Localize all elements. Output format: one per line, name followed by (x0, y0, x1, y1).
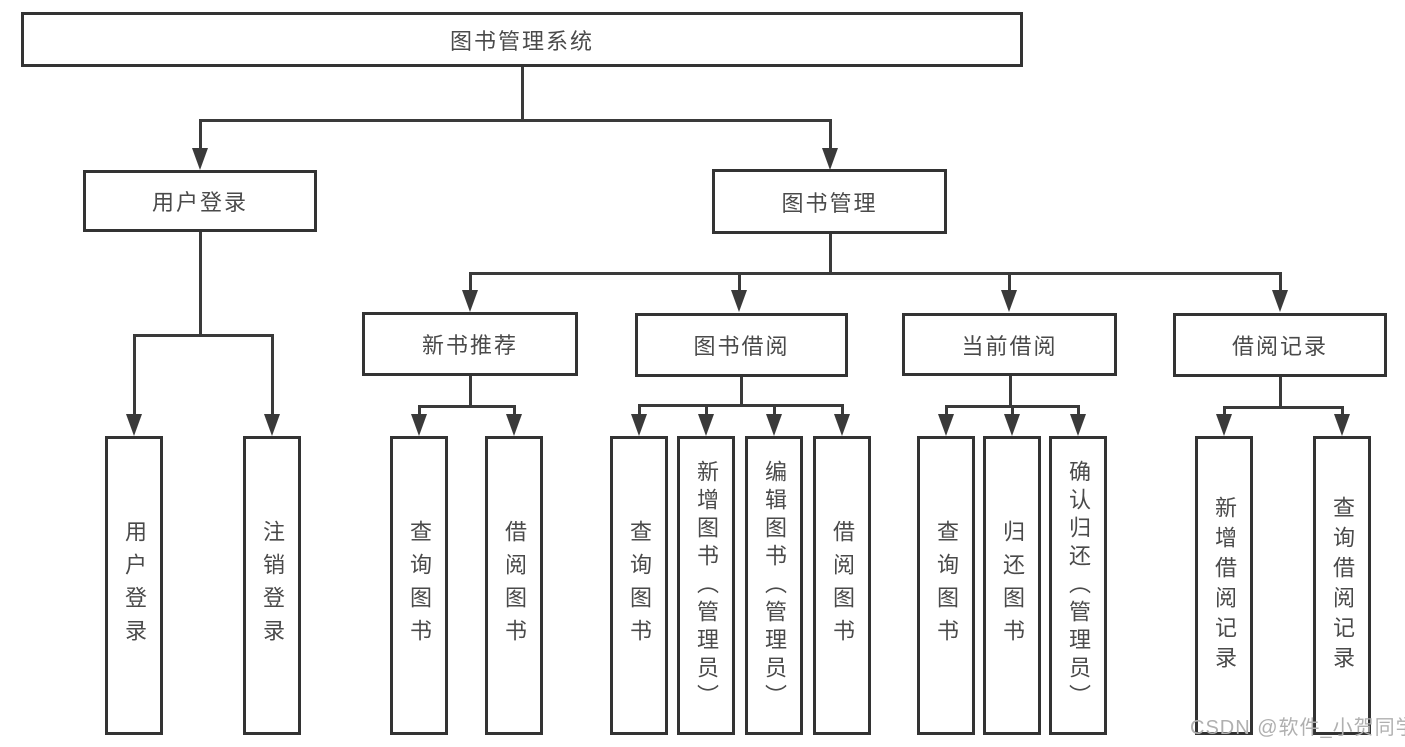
connector-stub (513, 406, 516, 415)
connector-stub (945, 406, 948, 415)
node-current-borrow: 当前借阅 (902, 313, 1117, 376)
node-label: 查询图书 (627, 519, 652, 652)
node-book-management: 图书管理 (712, 169, 947, 234)
node-new-book-recommend: 新书推荐 (362, 312, 578, 376)
node-label: 查询借阅记录 (1330, 495, 1355, 676)
arrow-down-icon (462, 290, 478, 312)
connector-borrow-split (638, 404, 844, 407)
arrow-down-icon (506, 414, 522, 436)
node-label: 图书借阅 (693, 334, 790, 359)
node-label: 图书管理系统 (449, 28, 594, 54)
connector-stub (829, 120, 832, 148)
arrow-down-icon (834, 414, 850, 436)
connector-borrow-stem (740, 377, 743, 406)
arrow-down-icon (264, 414, 280, 436)
arrow-down-icon (1272, 290, 1288, 312)
leaf-edit-books-admin: 编辑图书（管理员） (745, 436, 803, 735)
node-label: 注销登录 (260, 519, 285, 652)
arrow-down-icon (1334, 414, 1350, 436)
node-label: 用户登录 (151, 190, 248, 215)
node-user-login: 用户登录 (83, 170, 317, 232)
leaf-query-borrow-record: 查询借阅记录 (1313, 436, 1371, 735)
node-label: 确认归还（管理员） (1066, 459, 1091, 712)
connector-records-split (1223, 406, 1344, 409)
node-label: 借阅图书 (830, 519, 855, 652)
node-label: 图书管理 (781, 190, 878, 216)
connector-recommend-split (418, 405, 516, 408)
connector-stub (1341, 407, 1344, 415)
leaf-query-books-current: 查询图书 (917, 436, 975, 735)
node-label: 新增图书（管理员） (694, 459, 719, 712)
arrow-down-icon (1004, 414, 1020, 436)
arrow-down-icon (766, 414, 782, 436)
leaf-add-borrow-record: 新增借阅记录 (1195, 436, 1253, 735)
arrow-down-icon (1070, 414, 1086, 436)
connector-stub (271, 335, 274, 415)
connector-book-mgmt-stem (829, 234, 832, 275)
node-library-system: 图书管理系统 (21, 12, 1023, 67)
arrow-down-icon (731, 290, 747, 312)
connector-stub (1223, 407, 1226, 415)
leaf-add-books-admin: 新增图书（管理员） (677, 436, 735, 735)
connector-book-mgmt-split (469, 272, 1282, 275)
leaf-return-books: 归还图书 (983, 436, 1041, 735)
connector-recommend-stem (469, 375, 472, 407)
leaf-borrow-books: 借阅图书 (813, 436, 871, 735)
arrow-down-icon (1216, 414, 1232, 436)
csdn-watermark: CSDN @软件_小贺同学 (1190, 717, 1405, 739)
connector-stub (738, 273, 741, 290)
node-label: 归还图书 (1000, 519, 1025, 652)
connector-stub (841, 405, 844, 415)
arrow-down-icon (1001, 290, 1017, 312)
arrow-down-icon (192, 148, 208, 170)
connector-stub (638, 405, 641, 415)
arrow-down-icon (822, 148, 838, 170)
connector-stub (1077, 406, 1080, 415)
connector-current-stem (1009, 376, 1012, 407)
connector-user-login-split (133, 334, 274, 337)
node-label: 新书推荐 (421, 333, 518, 358)
node-borrow-records: 借阅记录 (1173, 313, 1387, 377)
node-label: 当前借阅 (961, 333, 1058, 359)
arrow-down-icon (126, 414, 142, 436)
node-label: 用户登录 (122, 519, 147, 652)
leaf-logout: 注销登录 (243, 436, 301, 735)
arrow-down-icon (631, 414, 647, 436)
connector-stub (705, 405, 708, 415)
node-label: 查询图书 (407, 519, 432, 652)
connector-stub (773, 405, 776, 415)
node-label: 借阅图书 (502, 519, 527, 652)
leaf-user-login: 用户登录 (105, 436, 163, 735)
node-label: 编辑图书（管理员） (762, 459, 787, 712)
leaf-query-books-recommend: 查询图书 (390, 436, 448, 735)
arrow-down-icon (411, 414, 427, 436)
node-label: 新增借阅记录 (1212, 495, 1237, 676)
connector-stub (469, 273, 472, 290)
node-label: 借阅记录 (1231, 334, 1328, 359)
connector-stub (1008, 273, 1011, 290)
arrow-down-icon (938, 414, 954, 436)
leaf-confirm-return-admin: 确认归还（管理员） (1049, 436, 1107, 735)
connector-stub (133, 335, 136, 415)
connector-user-login-stem (199, 231, 202, 336)
connector-stub (199, 120, 202, 148)
connector-stub (418, 406, 421, 415)
node-label: 查询图书 (934, 519, 959, 652)
connector-root-split (199, 119, 832, 122)
connector-stub (1011, 406, 1014, 415)
node-book-borrow: 图书借阅 (635, 313, 848, 377)
arrow-down-icon (698, 414, 714, 436)
connector-stub (1279, 273, 1282, 290)
leaf-query-books-borrow: 查询图书 (610, 436, 668, 735)
leaf-borrow-books-recommend: 借阅图书 (485, 436, 543, 735)
connector-root-stem (521, 67, 524, 121)
connector-records-stem (1279, 377, 1282, 408)
